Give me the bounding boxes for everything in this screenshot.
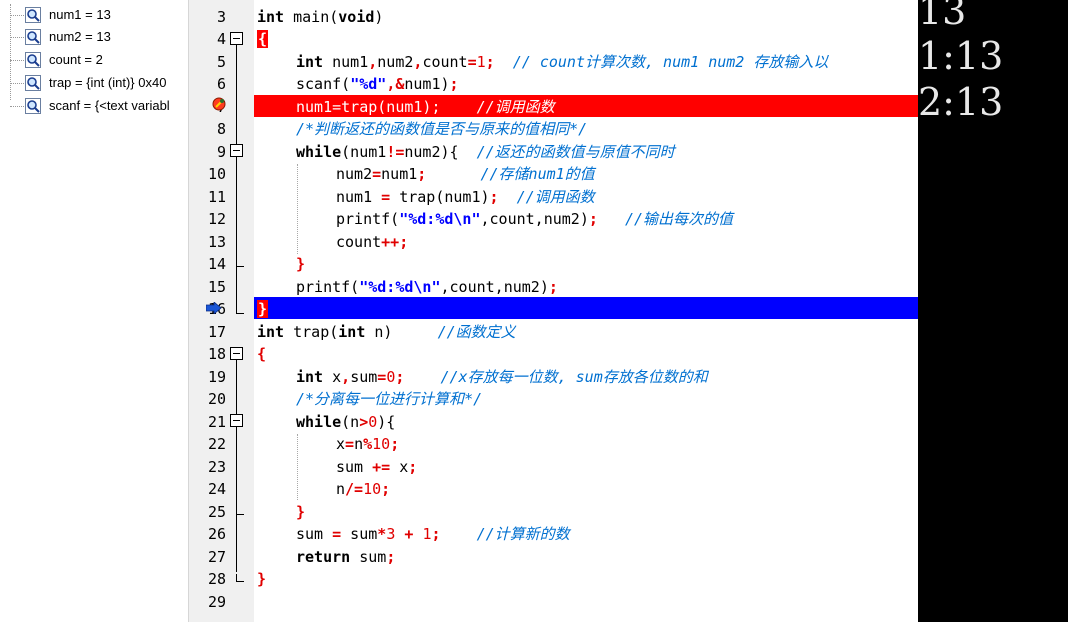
- console-line: 1:13: [918, 34, 1004, 78]
- fold-toggle[interactable]: [230, 144, 243, 157]
- console-line: 2:13: [918, 80, 1004, 124]
- code-line-12: printf("%d:%d\n",count,num2); //输出每次的值: [336, 210, 734, 228]
- watch-item-trap[interactable]: trap = {int (int)} 0x40: [0, 72, 188, 94]
- line-number: 15: [207, 278, 226, 296]
- code-line-15: printf("%d:%d\n",count,num2);: [296, 278, 558, 296]
- line-number: 19: [207, 368, 226, 386]
- fold-toggle[interactable]: [230, 414, 243, 427]
- breakpoint-icon[interactable]: [212, 97, 226, 111]
- watch-item-num1[interactable]: num1 = 13: [0, 4, 188, 26]
- code-line-18: {: [257, 345, 267, 363]
- line-number: 10: [207, 165, 226, 183]
- line-number: 5: [216, 53, 226, 71]
- line-number: 24: [207, 480, 226, 498]
- code-line-19: int x,sum=0; //x存放每一位数, sum存放各位数的和: [296, 368, 708, 386]
- indent-guide: [297, 434, 298, 500]
- watch-label: trap = {int (int)} 0x40: [49, 75, 167, 90]
- code-line-3: int main(void): [257, 8, 384, 26]
- code-line-7: num1=trap(num1); //调用函数: [296, 98, 555, 116]
- code-line-16: }: [257, 300, 269, 318]
- breakpoint-line-highlight: [254, 95, 918, 117]
- magnifier-icon: [25, 52, 41, 68]
- fold-line: [236, 427, 237, 505]
- code-line-25: }: [296, 503, 306, 521]
- execution-pointer-icon: [206, 302, 222, 314]
- line-number: 27: [207, 548, 226, 566]
- code-line-9: while(num1!=num2){ //返还的函数值与原值不同时: [296, 143, 675, 161]
- watch-label: count = 2: [49, 52, 103, 67]
- code-line-14: }: [296, 255, 306, 273]
- code-line-21: while(n>0){: [296, 413, 396, 431]
- magnifier-icon: [25, 98, 41, 114]
- line-number: 26: [207, 525, 226, 543]
- magnifier-icon: [25, 29, 41, 45]
- magnifier-icon: [25, 7, 41, 23]
- tree-line: [10, 4, 11, 100]
- line-number: 12: [207, 210, 226, 228]
- watch-label: num2 = 13: [49, 29, 111, 44]
- code-line-6: scanf("%d",&num1);: [296, 75, 459, 93]
- fold-end: [236, 574, 244, 582]
- fold-toggle[interactable]: [230, 32, 243, 45]
- code-line-20: /*分离每一位进行计算和*/: [296, 390, 483, 408]
- code-line-24: n/=10;: [336, 480, 391, 498]
- magnifier-icon: [25, 75, 41, 91]
- fold-end: [236, 306, 244, 314]
- console-line: 13: [918, 0, 967, 33]
- code-line-22: x=n%10;: [336, 435, 400, 453]
- line-number: 8: [216, 120, 226, 138]
- line-number: 25: [207, 503, 226, 521]
- line-number: 21: [207, 413, 226, 431]
- code-line-10: num2=num1; //存储num1的值: [336, 165, 595, 183]
- watch-label: scanf = {<text variabl: [49, 98, 170, 113]
- code-line-4: {: [257, 30, 269, 48]
- line-number: 3: [216, 8, 226, 26]
- line-number: 23: [207, 458, 226, 476]
- fold-line: [236, 157, 237, 257]
- code-line-8: /*判断返还的函数值是否与原来的值相同*/: [296, 120, 588, 138]
- indent-guide: [297, 164, 298, 254]
- line-number: 14: [207, 255, 226, 273]
- line-number: 11: [207, 188, 226, 206]
- line-number: 18: [207, 345, 226, 363]
- current-line-highlight: [254, 297, 918, 319]
- line-number: 22: [207, 435, 226, 453]
- watch-item-count[interactable]: count = 2: [0, 49, 188, 71]
- line-number: 20: [207, 390, 226, 408]
- line-number: 28: [207, 570, 226, 588]
- code-line-17: int trap(int n) //函数定义: [257, 323, 516, 341]
- watch-panel: num1 = 13 num2 = 13 count = 2 trap = {in…: [0, 0, 188, 622]
- panel-splitter[interactable]: [188, 0, 200, 622]
- fold-end: [236, 507, 244, 515]
- fold-toggle[interactable]: [230, 347, 243, 360]
- code-line-28: }: [257, 570, 267, 588]
- console-output[interactable]: 13 1:13 2:13: [918, 0, 1068, 622]
- line-number: 4: [216, 30, 226, 48]
- code-line-26: sum = sum*3 + 1; //计算新的数: [296, 525, 570, 543]
- watch-item-scanf[interactable]: scanf = {<text variabl: [0, 95, 188, 117]
- line-number: 17: [207, 323, 226, 341]
- line-number: 13: [207, 233, 226, 251]
- code-line-13: count++;: [336, 233, 409, 251]
- line-number: 6: [216, 75, 226, 93]
- code-line-27: return sum;: [296, 548, 396, 566]
- watch-item-num2[interactable]: num2 = 13: [0, 26, 188, 48]
- line-number: 29: [207, 593, 226, 611]
- watch-label: num1 = 13: [49, 7, 111, 22]
- code-line-11: num1 = trap(num1); //调用函数: [336, 188, 595, 206]
- code-line-5: int num1,num2,count=1; // count计算次数, num…: [296, 53, 829, 71]
- code-line-23: sum += x;: [336, 458, 418, 476]
- fold-end: [236, 259, 244, 267]
- line-number: 9: [216, 143, 226, 161]
